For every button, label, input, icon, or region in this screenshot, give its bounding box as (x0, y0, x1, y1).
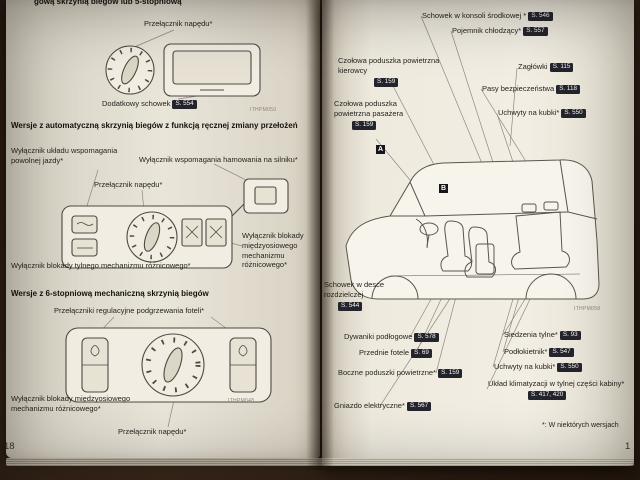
rear-seat-icon (511, 211, 570, 270)
seat-heater-rocker-icon (81, 337, 109, 393)
label-text: Czołowa poduszka powietrzna kierowcy (338, 56, 440, 75)
page-ref-badge: S. 546 (528, 11, 553, 21)
page-stack-edge (6, 458, 634, 466)
headrest-icon (521, 203, 537, 213)
page-ref-badge: S. 557 (523, 26, 548, 36)
rotary-dial-icon (126, 211, 178, 263)
label-text: Schowek w desce rozdzielczej (324, 280, 385, 299)
label-text: Czołowa poduszka powietrzna pasażera (334, 99, 404, 118)
seat-heater-rocker-icon-2 (229, 337, 257, 393)
label-rear-diff-lock: Wyłącznik blokady tylnego mechanizmu róż… (11, 261, 191, 270)
label-headrests: Zagłówki S. 115 (518, 62, 574, 72)
label-text: Schowek w konsoli środkowej * (422, 11, 527, 20)
page-ref-badge: S. 578 (414, 332, 439, 342)
manual-switch-panel-figure (65, 327, 272, 403)
label-engine-brake: Wyłącznik wspomagania hamowania na silni… (139, 155, 298, 164)
drive-switch-storage-figure (105, 43, 261, 97)
page-ref-badge: S. 118 (556, 84, 580, 94)
assist-buttons-icon (71, 215, 98, 257)
page-ref-badge: S. 159 (438, 368, 463, 378)
label-front-seats: Przednie fotele S. 69 (359, 348, 432, 358)
label-center-diff-lock: Wyłącznik blokady międzyosiowego mechani… (242, 231, 304, 270)
page-ref-badge: S. 115 (549, 62, 574, 72)
rotary-dial-icon (141, 333, 205, 397)
footnote: *: W niektórych wersjach (542, 422, 619, 429)
heading-manual-versions: Wersje z 6-stopniową mechaniczną skrzyni… (11, 289, 209, 298)
label-drive-switch-bottom: Przełącznik napędu* (118, 427, 187, 436)
label-extra-storage: Dodatkowy schowek S. 554 (102, 99, 197, 109)
label-drive-switch-mid: Przełącznik napędu* (94, 180, 163, 189)
page-ref-badge: S. 550 (557, 362, 582, 372)
front-seat-icon (440, 220, 473, 272)
label-driver-airbag: Czołowa poduszka powietrzna kierowcy S. … (338, 56, 450, 87)
label-text: Pojemnik chłodzący* (452, 26, 522, 35)
label-floor-mats: Dywaniki podłogowe S. 578 (344, 332, 439, 342)
label-cool-box: Pojemnik chłodzący* S. 557 (452, 26, 548, 36)
label-text: Uchwyty na kubki* (494, 362, 556, 371)
page-ref-badge: S. 159 (352, 120, 377, 130)
rotary-dial-icon (105, 45, 155, 95)
figure-code: ITHPM050 (250, 107, 277, 113)
label-center-console-box: Schowek w konsoli środkowej * S. 546 (422, 11, 553, 21)
label-crawl-control: Wyłącznik układu wspomagania powolnej ja… (11, 146, 118, 165)
left-header-fragment: gową skrzynią biegów lub 5-stopniową (34, 0, 182, 6)
heading-automatic-versions: Wersje z automatyczną skrzynią biegów z … (11, 121, 298, 130)
label-text: Układ klimatyzacji w tylnej części kabin… (488, 379, 625, 388)
page-number-right: 1 (625, 441, 631, 452)
label-dash-storage: Schowek w desce rozdzielczej S. 544 (324, 280, 404, 311)
label-text: Dywaniki podłogowe (344, 332, 413, 341)
detail-marker-b: B (439, 184, 448, 193)
switch-panel-figure (61, 178, 289, 269)
label-rear-seats: Siedzenia tylne* S. 93 (504, 330, 581, 340)
label-rear-ac: Układ klimatyzacji w tylnej części kabin… (488, 379, 626, 401)
label-text: Podłokietnik* (504, 347, 548, 356)
car-interior-figure (345, 159, 600, 300)
label-cup-holders-top: Uchwyty na kubki* S. 550 (498, 108, 586, 118)
label-armrest: Podłokietnik* S. 547 (504, 347, 574, 357)
front-seat-icon-2 (464, 226, 497, 278)
label-cup-holders-bottom: Uchwyty na kubki* S. 550 (494, 362, 582, 372)
extra-storage-page-badge: S. 554 (172, 99, 197, 109)
page-ref-badge: S. 550 (561, 108, 586, 118)
page-ref-badge: S. 417, 420 (528, 390, 567, 401)
label-seat-belts: Pasy bezpieczeństwa S. 118 (482, 84, 580, 94)
extra-storage-text: Dodatkowy schowek (102, 99, 171, 108)
label-text: Przednie fotele (359, 348, 410, 357)
label-text: Siedzenia tylne* (504, 330, 558, 339)
label-seat-heater-switches: Przełączniki regulacyjne podgrzewania fo… (54, 306, 205, 315)
label-text: Uchwyty na kubki* (498, 108, 560, 117)
detail-marker-a: A (376, 145, 385, 154)
page-ref-badge: S. 544 (338, 301, 363, 311)
page-ref-badge: S. 69 (411, 348, 432, 358)
page-number-left: 18 (6, 441, 15, 452)
callout-button-icon (227, 178, 289, 221)
label-passenger-airbag: Czołowa poduszka powietrzna pasażera S. … (334, 99, 420, 130)
page-ref-badge: S. 567 (406, 401, 432, 411)
label-side-airbags: Boczne poduszki powietrzne* S. 159 (338, 368, 463, 378)
center-console-icon (475, 243, 495, 275)
page-ref-badge: S. 547 (549, 347, 574, 357)
label-text: Pasy bezpieczeństwa (482, 84, 555, 93)
storage-box-icon (163, 43, 261, 97)
figure-code: ITHPM048 (228, 398, 255, 404)
diff-lock-buttons-icon (181, 218, 227, 247)
label-text: Boczne poduszki powietrzne* (338, 368, 436, 377)
left-page: gową skrzynią biegów lub 5-stopniową Prz… (6, 0, 320, 458)
figure-code: ITHPM058 (574, 306, 601, 312)
page-ref-badge: S. 93 (559, 330, 581, 340)
label-text: Zagłówki (518, 62, 548, 71)
headrest-icon-2 (543, 201, 559, 211)
label-center-diff-lock-2: Wyłącznik blokady międzyosiowego mechani… (11, 394, 131, 413)
page-ref-badge: S. 159 (374, 77, 399, 87)
label-drive-switch-top: Przełącznik napędu* (144, 19, 213, 28)
right-page: A B Schowek w konsoli środkowej * S. 546… (322, 0, 634, 466)
label-power-outlet: Gniazdo elektryczne* S. 567 (334, 401, 432, 411)
label-text: Gniazdo elektryczne* (334, 401, 405, 410)
